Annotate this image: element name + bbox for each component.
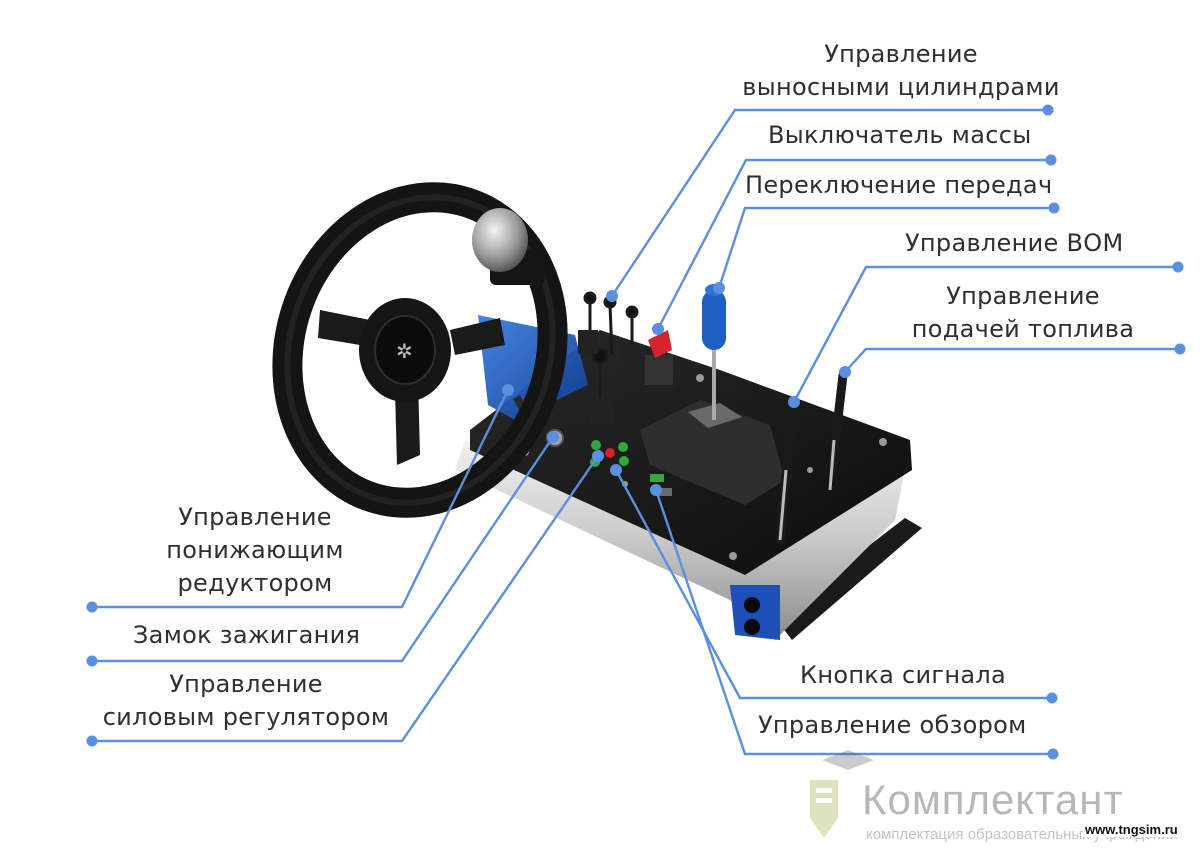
label-gear-shift: Переключение передач [745, 171, 1053, 199]
label-mass-switch: Выключатель массы [768, 121, 1032, 149]
leader-cylinders [610, 108, 1048, 297]
wheel-logo: ✲ [396, 339, 413, 363]
label-cylinders-line2: выносными цилиндрами [742, 73, 1060, 101]
pto-lever-rod [778, 469, 788, 541]
label-cylinders-line1: Управление [824, 40, 978, 68]
label-horn: Кнопка сигнала [800, 661, 1006, 689]
leader-horn [614, 469, 1052, 700]
label-ignition: Замок зажигания [133, 621, 361, 649]
leader-view [654, 489, 1053, 756]
leader-gear-shift [717, 206, 1054, 289]
cylinder-joysticks [578, 291, 640, 424]
steering-wheel: ✲ [272, 182, 568, 518]
end-hole [744, 597, 760, 613]
label-power-reg: Управление силовым регулятором [94, 668, 398, 734]
leader-mass-switch [656, 158, 1051, 330]
label-view: Управление обзором [758, 711, 1027, 739]
leader-lines [92, 108, 1180, 756]
mass-switch-key [648, 330, 672, 358]
label-pto: Управление ВОМ [905, 229, 1124, 257]
spinner-knob [472, 208, 528, 272]
gearbox-cover [640, 400, 785, 505]
label-reducer-line1: Управление [178, 503, 332, 531]
gear-knob [702, 290, 726, 350]
label-fuel: Управление подачей топлива [905, 280, 1141, 346]
label-fuel-line2: подачей топлива [911, 315, 1135, 343]
leader-power-reg [92, 455, 599, 743]
label-reducer-line2: понижающим [166, 536, 344, 564]
leader-ignition [92, 436, 554, 663]
label-power-reg-line2: силовым регулятором [102, 703, 390, 731]
watermark-site: www.tngsim.ru [1083, 822, 1180, 837]
watermark-brand: Комплектант [862, 776, 1124, 823]
label-cylinders: Управление выносными цилиндрами [737, 38, 1065, 104]
base-rail [775, 518, 922, 640]
label-reducer-line3: редуктором [177, 569, 333, 597]
watermark-logo-icon [810, 750, 874, 838]
fuel-lever-rod [828, 439, 836, 491]
end-hole [744, 619, 760, 635]
console-side-end [730, 585, 780, 640]
leader-pto [792, 265, 1178, 403]
label-fuel-line1: Управление [946, 282, 1100, 310]
label-reducer: Управление понижающим редуктором [140, 501, 370, 600]
label-power-reg-line1: Управление [169, 670, 323, 698]
leader-fuel [844, 347, 1180, 373]
mass-switch-body [645, 355, 673, 385]
leader-dots [86, 104, 1186, 760]
leader-reducer [92, 389, 510, 609]
